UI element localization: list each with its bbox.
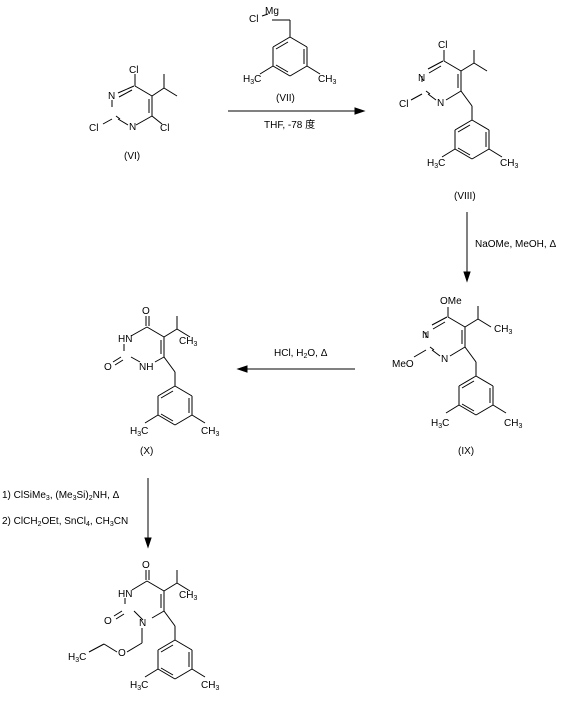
reagent-step-1: THF, -78 度 xyxy=(264,118,315,131)
compound-vii-structure xyxy=(259,13,321,77)
arrowhead-icon xyxy=(236,365,248,373)
atom-ch3: CH3 xyxy=(504,418,522,430)
atom-ch3: CH3 xyxy=(494,324,512,336)
atom-cl: Cl xyxy=(89,123,98,134)
compound-vi-structure xyxy=(102,74,178,126)
compound-x-structure xyxy=(112,316,206,426)
atom-o: O xyxy=(142,560,150,571)
atom-cl: Cl xyxy=(249,14,258,25)
atom-ch3: CH3 xyxy=(179,336,197,348)
reagent-step-2: NaOMe, MeOH, Δ xyxy=(475,239,556,250)
compound-label-viii: (VIII) xyxy=(454,191,476,202)
reagent-step-4-line-2: 2) ClCH2OEt, SnCl4, CH3CN xyxy=(2,516,128,528)
atom-cl: Cl xyxy=(129,65,138,76)
compound-label-ix: (IX) xyxy=(458,446,474,457)
compound-label-vii: (VII) xyxy=(276,93,295,104)
atom-ch3: CH3 xyxy=(500,158,518,170)
atom-n: N xyxy=(108,91,115,102)
atom-n: N xyxy=(437,98,444,109)
atom-o: O xyxy=(104,362,112,373)
atom-n: N xyxy=(422,330,429,341)
atom-h3c: H3C xyxy=(431,418,449,430)
atom-hn: HN xyxy=(118,589,132,600)
atom-ch3: CH3 xyxy=(179,590,197,602)
arrowhead-icon xyxy=(463,271,471,283)
atom-cl: Cl xyxy=(438,40,447,51)
atom-cl: Cl xyxy=(160,123,169,134)
compound-viii-structure xyxy=(410,50,503,160)
atom-cl: Cl xyxy=(399,99,408,110)
arrowhead-icon xyxy=(354,107,366,115)
compound-label-vi: (VI) xyxy=(124,151,140,162)
atom-n: N xyxy=(418,73,425,84)
atom-ch3: CH3 xyxy=(201,426,219,438)
atom-n: N xyxy=(129,122,136,133)
atom-o: O xyxy=(142,306,150,317)
atom-hn: HN xyxy=(118,334,132,345)
reagent-step-3: HCl, H2O, Δ xyxy=(274,348,328,360)
final-product-structure xyxy=(88,570,206,680)
atom-meo: MeO xyxy=(392,359,414,370)
atom-h3c: H3C xyxy=(427,158,445,170)
compound-ix-structure xyxy=(413,306,507,416)
atom-nh: NH xyxy=(139,362,153,373)
atom-h3c: H3C xyxy=(68,652,86,664)
arrowhead-icon xyxy=(144,537,152,549)
atom-n: N xyxy=(139,618,146,629)
atom-h3c: H3C xyxy=(130,426,148,438)
atom-n: N xyxy=(441,354,448,365)
compound-label-x: (X) xyxy=(140,446,153,457)
reagent-step-4-line-1: 1) ClSiMe3, (Me3Si)2NH, Δ xyxy=(2,490,120,502)
atom-ome: OMe xyxy=(440,296,462,307)
atom-ch3: CH3 xyxy=(201,680,219,692)
atom-mg: Mg xyxy=(265,6,279,17)
atom-ch3: CH3 xyxy=(318,74,336,86)
atom-h3c: H3C xyxy=(130,680,148,692)
atom-o: O xyxy=(118,648,126,659)
atom-h3c: H3C xyxy=(243,74,261,86)
atom-o: O xyxy=(104,616,112,627)
